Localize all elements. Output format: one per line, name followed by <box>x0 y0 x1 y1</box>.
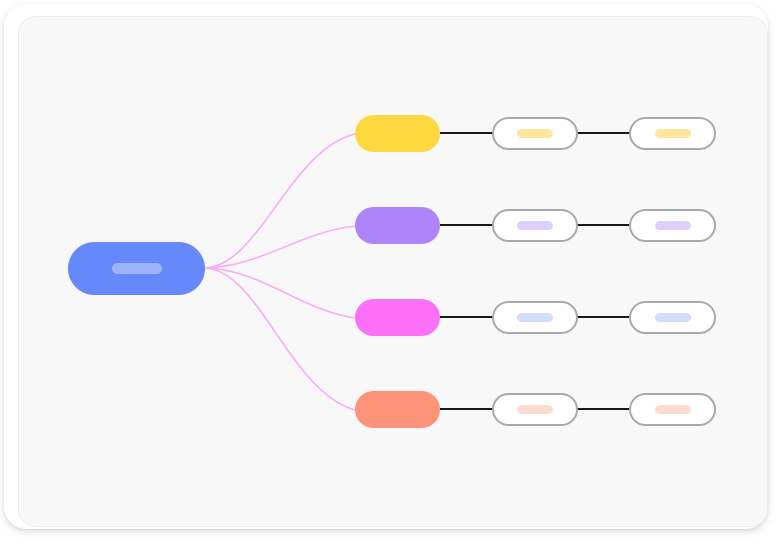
node-label-bar <box>111 263 162 274</box>
mindmap-node-leaf-4-2[interactable] <box>629 393 716 426</box>
node-label-bar <box>517 313 553 322</box>
mindmap-node-branch-1[interactable] <box>355 115 440 152</box>
mindmap-node-leaf-2-1[interactable] <box>492 209 578 242</box>
node-label-bar <box>654 405 691 414</box>
mindmap-node-branch-4[interactable] <box>355 391 440 428</box>
mindmap-node-leaf-3-2[interactable] <box>629 301 716 334</box>
mindmap-node-root[interactable] <box>68 242 205 295</box>
mindmap-node-leaf-3-1[interactable] <box>492 301 578 334</box>
node-label-bar <box>517 221 553 230</box>
node-label-bar <box>654 129 691 138</box>
mindmap-node-leaf-1-2[interactable] <box>629 117 716 150</box>
node-label-bar <box>517 129 553 138</box>
mindmap-node-branch-3[interactable] <box>355 299 440 336</box>
mindmap-node-leaf-2-2[interactable] <box>629 209 716 242</box>
mindmap-node-leaf-4-1[interactable] <box>492 393 578 426</box>
mindmap-node-branch-2[interactable] <box>355 207 440 244</box>
node-label-bar <box>654 221 691 230</box>
node-label-bar <box>654 313 691 322</box>
node-label-bar <box>517 405 553 414</box>
mindmap-node-leaf-1-1[interactable] <box>492 117 578 150</box>
